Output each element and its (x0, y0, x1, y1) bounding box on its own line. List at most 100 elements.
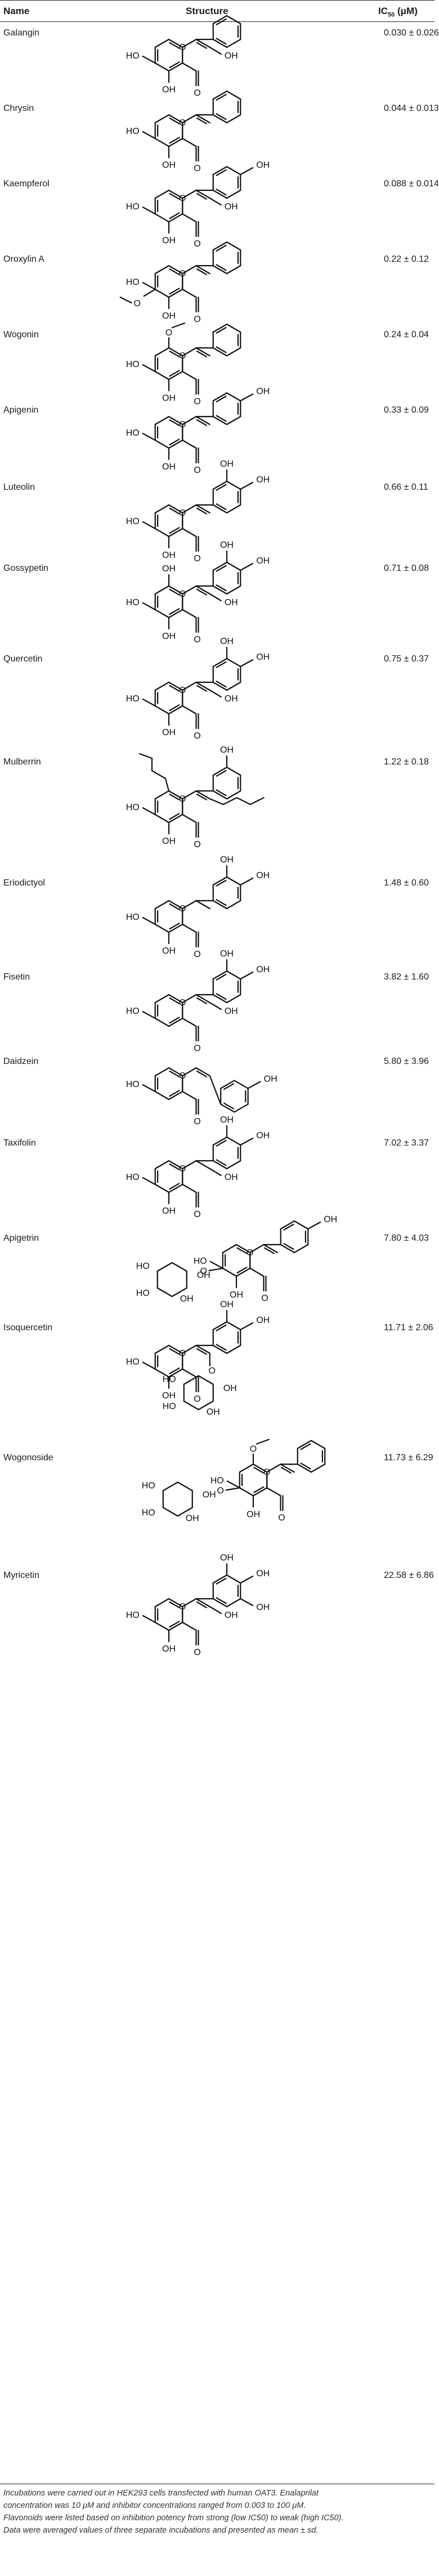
ring-c-bond (182, 370, 197, 381)
compound-name: Quercetin (3, 654, 43, 664)
footnote: Incubations were carried out in HEK293 c… (3, 2487, 431, 2537)
ring-a-bond (154, 923, 170, 933)
double-bond (196, 793, 208, 800)
carbonyl-oxygen: O (194, 164, 200, 173)
ring-oxygen: O (179, 43, 186, 52)
ring-a-bond (168, 1090, 183, 1101)
ring-b-bond (226, 38, 241, 48)
ring-b-bond (226, 347, 241, 357)
ring-b-bond (226, 504, 241, 514)
ring-b-bond (212, 15, 228, 25)
hydroxyl-3p: OH (220, 637, 234, 646)
ring-a-bond (222, 1267, 238, 1277)
prenyl-bond (138, 753, 153, 759)
ring-a-bond (154, 705, 170, 715)
oh-bond (247, 1081, 261, 1089)
oh-bond (142, 55, 156, 64)
double-bond (300, 1463, 311, 1470)
sugar-hydroxyl: OH (180, 1294, 194, 1304)
ring-b-bond (212, 166, 228, 176)
ring-b-bond (226, 1321, 241, 1331)
hydroxyl-7: HO (126, 202, 140, 212)
sugar-hydroxyl: OH (197, 1271, 210, 1280)
double-bond (169, 608, 180, 615)
ring-c-bond (266, 1463, 281, 1473)
ring-a-bond (168, 265, 183, 275)
ring-a-bond (168, 813, 183, 824)
ring-c-bond (182, 900, 197, 910)
methoxy-oxygen: O (165, 328, 172, 338)
ring-b-bond (212, 900, 228, 910)
ring-c-bond (182, 1621, 197, 1631)
glycoside-oxygen: O (209, 1366, 216, 1376)
ic50-value: 0.22 ± 0.12 (384, 254, 429, 264)
hydroxyl-7: HO (126, 598, 140, 607)
hydroxyl-5: OH (162, 236, 176, 245)
double-bond (196, 268, 208, 275)
double-bond (216, 484, 227, 491)
ring-b-bond (226, 166, 241, 176)
hydroxyl-5: OH (162, 1391, 176, 1401)
double-bond (196, 997, 208, 1004)
oh-bond (240, 1575, 254, 1584)
hydroxyl-3p: OH (220, 855, 234, 865)
ring-a-bond (154, 288, 170, 298)
oh-bond (209, 46, 222, 55)
ring-a-bond (168, 1368, 183, 1378)
ring-c-bond (182, 504, 197, 514)
ring-a-bond (154, 347, 170, 357)
hydroxyl-5: OH (162, 632, 176, 641)
ring-a-bond (168, 347, 183, 357)
carbonyl-oxygen: O (194, 466, 200, 475)
double-bond (169, 1601, 180, 1608)
methyl-bond (256, 1438, 270, 1445)
ring-c-bond (182, 114, 197, 124)
ring-c-bond (182, 923, 197, 933)
oh-bond (142, 602, 156, 611)
hydroxyl-4p: OH (256, 475, 270, 485)
ring-a-bond (154, 609, 170, 619)
ic50-value: 22.58 ± 6.86 (384, 1571, 434, 1580)
compound-name: Mulberrin (3, 757, 41, 767)
ring-c-bond (195, 189, 210, 199)
ring-a-bond (168, 189, 183, 199)
ring-c-bond (182, 1344, 197, 1354)
prenyl-bond (236, 797, 251, 806)
sugar-hydroxyl: HO (142, 1481, 155, 1491)
ring-b-bond (297, 1439, 312, 1450)
oh-bond (209, 1168, 222, 1177)
oh-bond (209, 1605, 222, 1615)
ring-c-bond (182, 1090, 197, 1101)
ring-a-bond (168, 62, 183, 72)
oh-bond (209, 1260, 223, 1269)
ring-a-bond (168, 1344, 183, 1354)
ring-a-bond (168, 415, 183, 426)
ring-a-bond (154, 439, 170, 449)
double-bond (216, 1139, 227, 1147)
compound-name: Wogonin (3, 330, 39, 339)
ic50-value: 1.22 ± 0.18 (384, 757, 429, 767)
carbonyl-oxygen: O (194, 239, 200, 249)
prenyl-bond (249, 797, 265, 806)
ring-c-bond (182, 38, 197, 48)
ring-c-bond (195, 114, 210, 124)
double-bond (216, 93, 227, 101)
hydroxyl-5: OH (162, 393, 176, 403)
ring-b-bond (226, 392, 241, 402)
compound-name: Apigetrin (3, 1233, 39, 1243)
methoxy-oxygen: O (134, 299, 141, 308)
hydroxyl-7: HO (126, 278, 140, 287)
oh-bond (142, 521, 156, 530)
compound-name: Oroxylin A (3, 254, 44, 264)
ring-a-bond (154, 994, 170, 1004)
ring-c-bond (182, 265, 197, 275)
oh-bond (142, 1177, 156, 1186)
